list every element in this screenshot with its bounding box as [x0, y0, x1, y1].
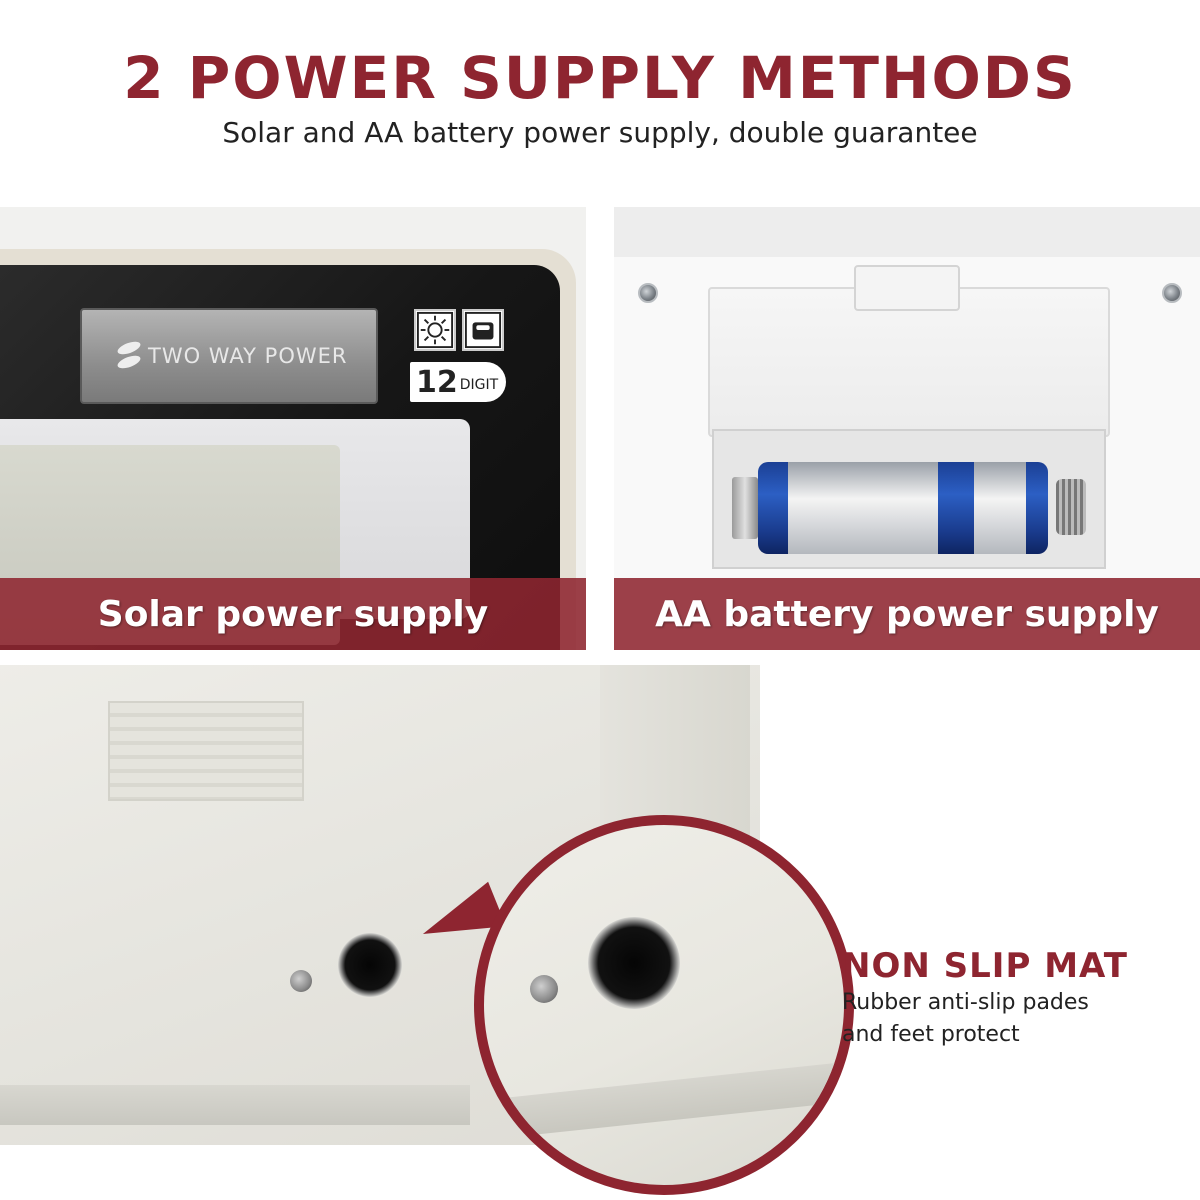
page-title: 2 POWER SUPPLY METHODS [123, 44, 1077, 112]
battery-label-band [974, 462, 1026, 554]
non-slip-desc-line: Rubber anti-slip pades [842, 990, 1089, 1015]
battery-caption: AA battery power supply [655, 593, 1159, 635]
solar-cell-icon [414, 309, 456, 351]
screw-icon [1162, 283, 1182, 303]
power-logo-icon [117, 341, 141, 369]
screw-icon [530, 975, 558, 1003]
battery-contact [732, 477, 758, 539]
rubber-foot [338, 933, 402, 997]
non-slip-photo: NON SLIP MAT Rubber anti-slip pades and … [0, 665, 1200, 1200]
page-subtitle: Solar and AA battery power supply, doubl… [222, 116, 978, 149]
non-slip-title: NON SLIP MAT [842, 946, 1128, 986]
battery-label-band [788, 462, 938, 554]
battery-panel-photo: AA battery power supply [614, 207, 1200, 650]
non-slip-desc-line: and feet protect [842, 1022, 1020, 1047]
zoom-magnifier [474, 815, 854, 1195]
two-way-power-label: TWO WAY POWER [148, 344, 348, 368]
case-edge [614, 207, 1200, 259]
solar-panel-photo: TWO WAY POWER 12 DIGIT Solar power suppl… [0, 207, 586, 650]
rubber-foot-zoomed [588, 917, 680, 1009]
screw-icon [638, 283, 658, 303]
solar-caption-bar: Solar power supply [0, 578, 586, 650]
digit-count: 12 [416, 364, 458, 400]
digit-label: DIGIT [459, 377, 499, 393]
embossed-label-plate [108, 701, 304, 801]
zoom-edge [484, 1060, 844, 1140]
battery-caption-bar: AA battery power supply [614, 578, 1200, 650]
screw-icon [290, 970, 312, 992]
twelve-digit-badge: 12 DIGIT [410, 362, 506, 402]
aa-battery [758, 462, 1048, 554]
two-way-power-badge: TWO WAY POWER [80, 308, 378, 404]
battery-cell-icon [462, 309, 504, 351]
battery-spring [1056, 479, 1086, 535]
calculator-edge [0, 1085, 470, 1125]
lid-tab [854, 265, 960, 311]
non-slip-description: Rubber anti-slip pades and feet protect [842, 987, 1172, 1051]
solar-caption: Solar power supply [97, 593, 489, 635]
